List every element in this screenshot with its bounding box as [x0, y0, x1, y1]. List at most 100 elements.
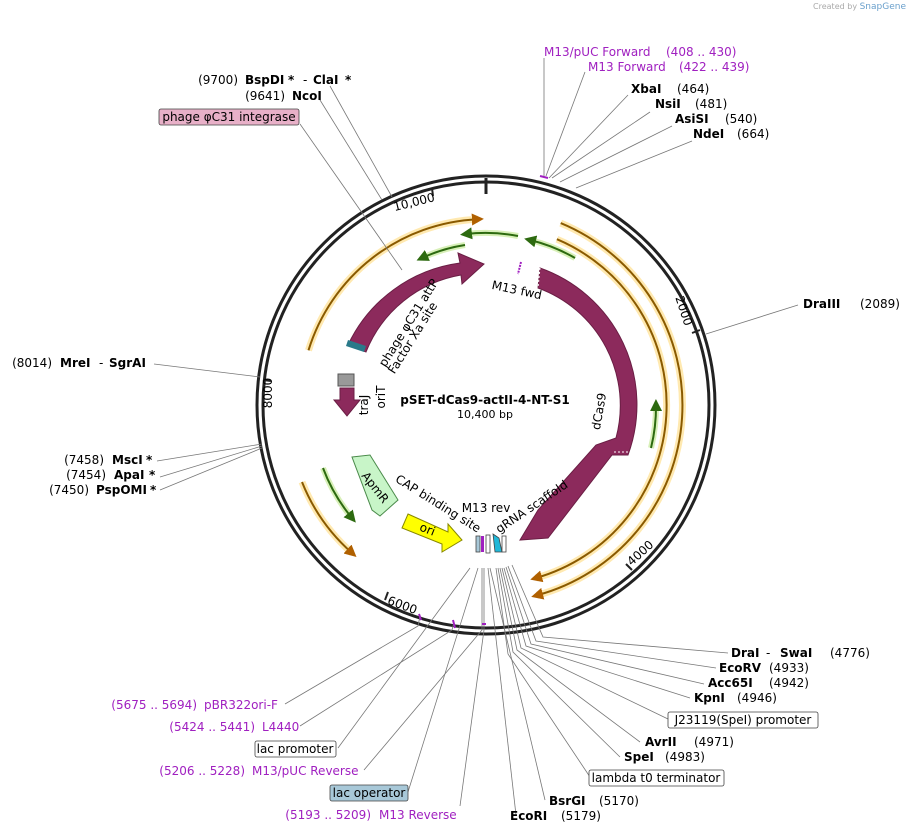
avrii-name: AvrII	[645, 735, 677, 749]
m13-fwd-name: M13 Forward	[588, 60, 666, 74]
pspomi-name: PspOMI	[96, 483, 147, 497]
label-pspomi: (7450) PspOMI *	[49, 483, 157, 497]
drai-name: DraI	[731, 646, 759, 660]
label-m13puc-rev: (5206 .. 5228) M13/pUC Reverse	[159, 764, 358, 778]
xbai-pos: (464)	[677, 82, 709, 96]
nsii-name: NsiI	[655, 97, 681, 111]
m13puc-fwd-pos: (408 .. 430)	[666, 45, 736, 59]
backbone-outer	[255, 174, 717, 636]
leader-avrii	[499, 567, 641, 743]
leader-integrase	[299, 123, 403, 271]
leader-xbai	[548, 94, 629, 179]
msci-name: MscI	[112, 453, 143, 467]
bspdi-name: BspDI	[245, 73, 284, 87]
clai-name: ClaI	[313, 73, 338, 87]
leader-pspomi	[159, 447, 263, 491]
snapgene-credit: Created by SnapGene	[813, 2, 906, 12]
draiii-pos: (2089)	[860, 297, 900, 311]
drai-sep: -	[766, 646, 770, 660]
label-acc65i: Acc65I (4942)	[708, 676, 809, 690]
tick-6000	[384, 591, 389, 601]
label-m13-fwd: M13 Forward (422 .. 439)	[588, 60, 749, 74]
dcas9-start-mark	[537, 267, 541, 289]
xbai-name: XbaI	[631, 82, 661, 96]
kpni-name: KpnI	[694, 691, 725, 705]
l4440-name: L4440	[262, 720, 299, 734]
label-apai: (7454) ApaI *	[66, 468, 156, 482]
asisi-pos: (540)	[725, 112, 757, 126]
label-lambda: lambda t0 terminator	[588, 769, 725, 787]
m13puc-rev-name: M13/pUC Reverse	[252, 764, 359, 778]
green-arc-top-1-core	[460, 227, 519, 240]
green-arc-left	[320, 466, 355, 520]
ecori-pos: (5179)	[561, 809, 601, 823]
label-spei: SpeI (4983)	[624, 750, 705, 764]
m13puc-fwd-primer-mark	[539, 175, 549, 179]
tick-10000	[431, 187, 434, 197]
lacprom-name: lac promoter	[257, 742, 334, 756]
j23119-box	[667, 711, 819, 729]
ndei-name: NdeI	[693, 127, 724, 141]
leader-asisi	[559, 125, 673, 183]
label-avrii: AvrII (4971)	[645, 735, 734, 749]
pbr322-name: pBR322ori-F	[204, 698, 278, 712]
leader-draiii	[705, 304, 799, 335]
label-lacprom: lac promoter	[254, 740, 337, 758]
leader-m13rev	[459, 568, 485, 807]
leader-spei	[497, 567, 621, 758]
avrii-pos: (4971)	[694, 735, 734, 749]
msci-star: *	[146, 453, 153, 467]
ori-label: ori	[418, 520, 438, 539]
label-draiii: DraIII (2089)	[803, 297, 900, 311]
pspomi-star: *	[150, 483, 157, 497]
spei-pos: (4983)	[665, 750, 705, 764]
orange-arc-top-left-core	[307, 213, 484, 351]
m13-rev-name: M13 Reverse	[379, 808, 457, 822]
orange-arc-bottom-left-core	[301, 481, 357, 557]
bsrgi-pos: (5170)	[599, 794, 639, 808]
label-ecori: EcoRI (5179)	[510, 809, 601, 823]
leader-nsii	[551, 111, 651, 179]
label-msci: (7458) MscI *	[64, 453, 153, 467]
j23119-name: J23119(SpeI) promoter	[674, 713, 812, 727]
draiii-name: DraIII	[803, 297, 840, 311]
label-xbai: XbaI (464)	[631, 82, 709, 96]
acc65i-pos: (4942)	[769, 676, 809, 690]
leader-pbr322	[284, 615, 421, 705]
small-feature-1	[475, 535, 481, 553]
plasmid-size: 10,400 bp	[457, 408, 513, 421]
mrei-name: MreI	[60, 356, 90, 370]
lacprom-box	[254, 740, 337, 758]
lacop-name: lac operator	[333, 786, 406, 800]
pspomi-pos: (7450)	[49, 483, 89, 497]
m13rev-label: M13 rev	[462, 501, 511, 515]
msci-pos: (7458)	[64, 453, 104, 467]
apai-star: *	[149, 468, 156, 482]
m13-fwd-pos: (422 .. 439)	[679, 60, 749, 74]
integrase-name: phage φC31 integrase	[162, 110, 295, 124]
label-pbr322: (5675 .. 5694) pBR322ori-F	[111, 698, 278, 712]
tick-2000	[691, 329, 701, 334]
label-l4440: (5424 .. 5441) L4440	[169, 720, 299, 734]
ncoi-pos: (9641)	[245, 89, 285, 103]
ndei-pos: (664)	[737, 127, 769, 141]
bspdi-star: *	[288, 73, 295, 87]
orit-feature	[337, 373, 355, 387]
label-m13puc-fwd: M13/pUC Forward (408 .. 430)	[544, 45, 736, 59]
leader-lambda	[495, 567, 591, 778]
lacop-box	[329, 784, 409, 802]
m13puc-fwd-name: M13/pUC Forward	[544, 45, 651, 59]
attp-feature	[347, 252, 485, 353]
ori-feature	[401, 513, 463, 553]
clai-star: *	[345, 73, 352, 87]
small-feature-2	[481, 536, 484, 552]
spei-name: SpeI	[624, 750, 654, 764]
label-drai: DraI - SwaI (4776)	[731, 646, 870, 660]
green-arc-right-core	[650, 399, 663, 449]
orit-label: oriT	[374, 385, 388, 409]
tick-label-2000: 2000	[672, 294, 695, 327]
label-mrei: (8014) MreI - SgrAI	[12, 356, 146, 370]
label-bsrgi: BsrGI (5170)	[549, 794, 639, 808]
leader-j23119	[501, 567, 669, 720]
